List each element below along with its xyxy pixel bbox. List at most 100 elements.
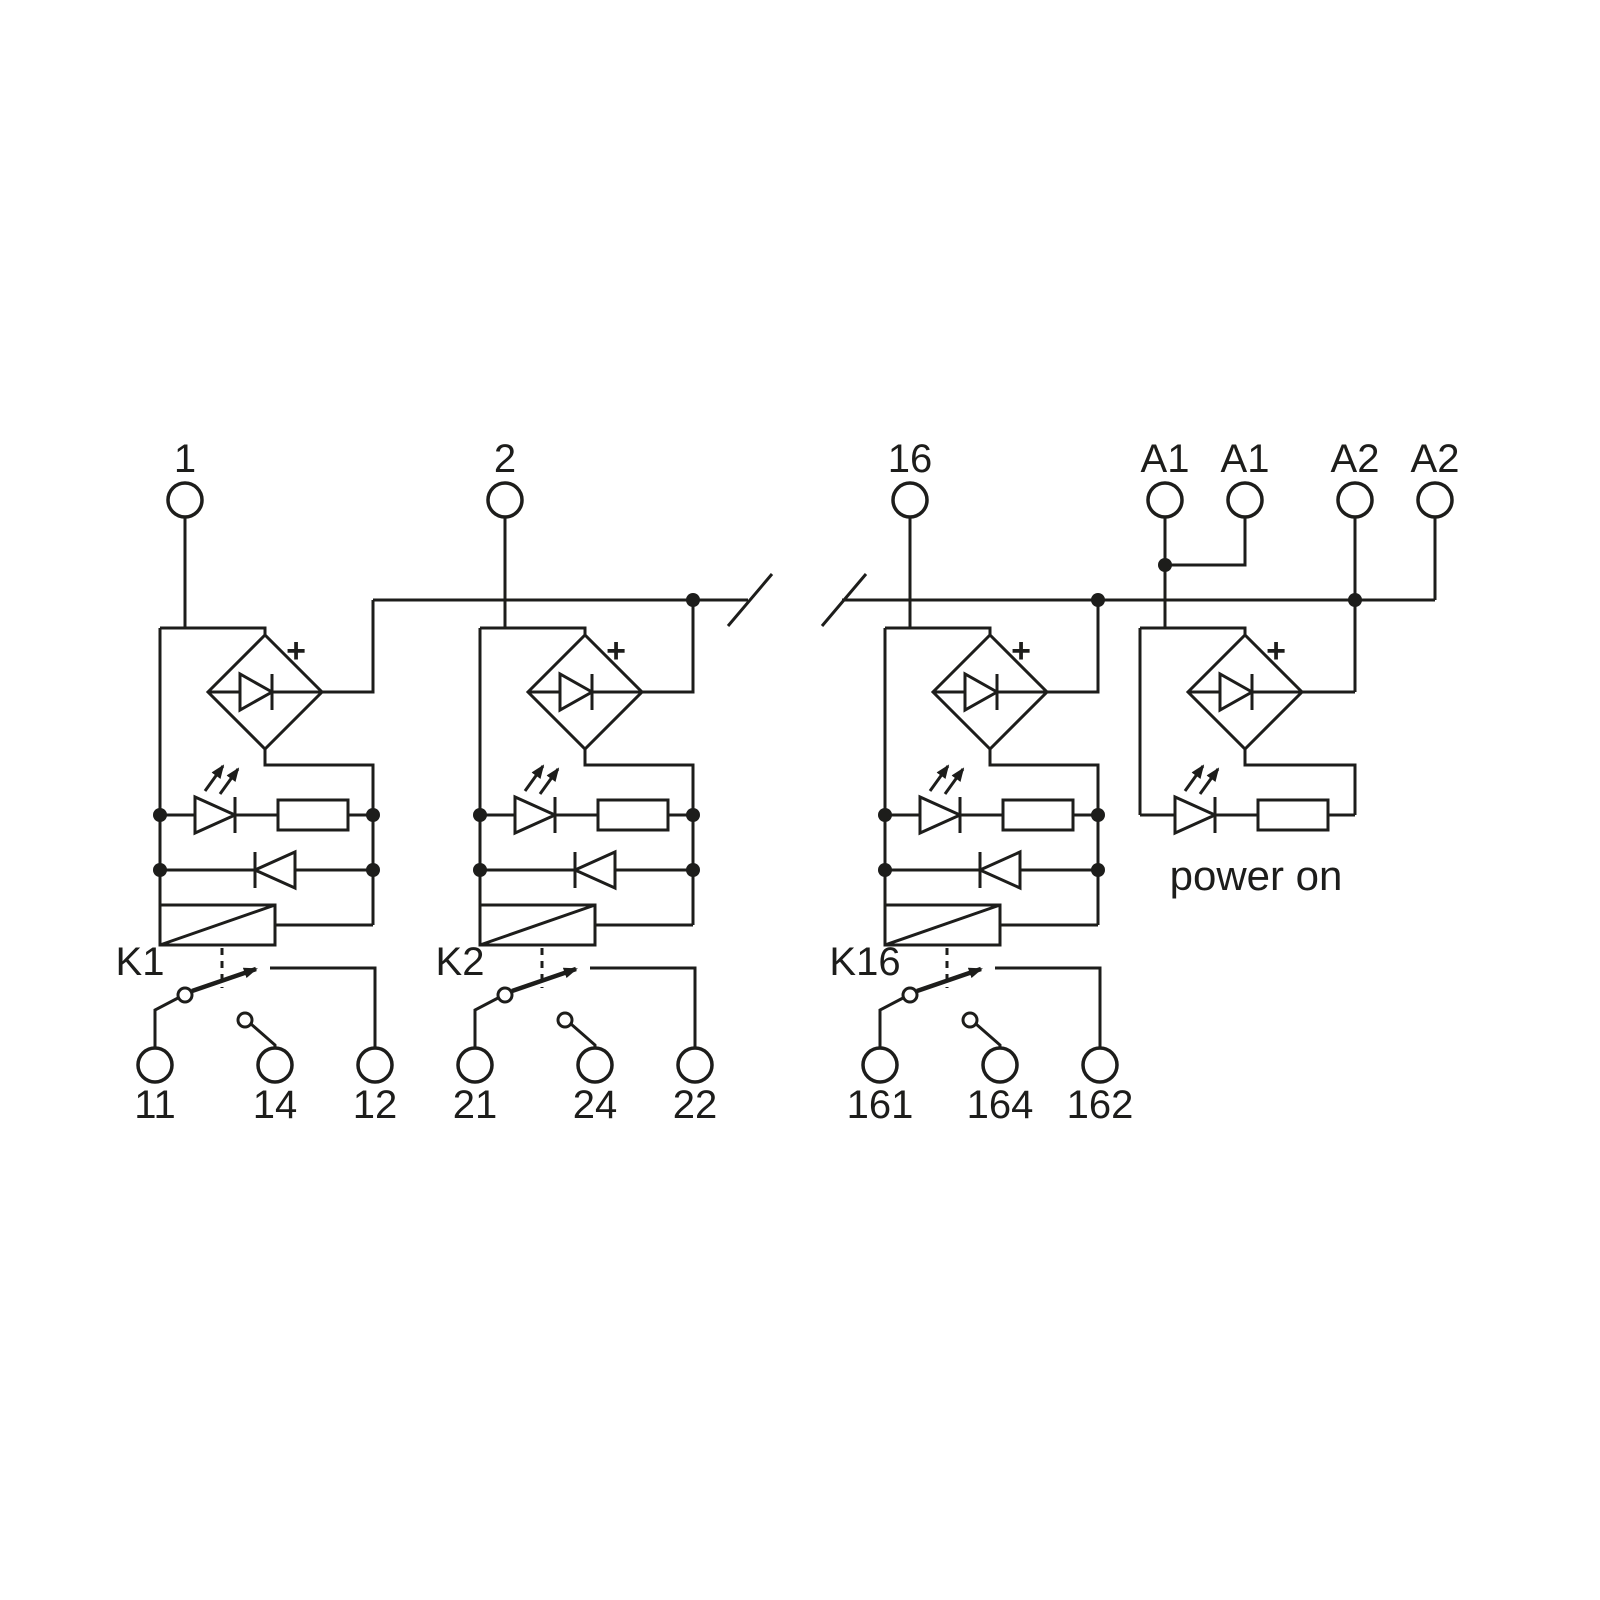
- led-arrow: [1198, 767, 1220, 795]
- a2-terminal: [1416, 481, 1454, 519]
- junction-dot: [686, 808, 700, 822]
- no-contact-point: [556, 1011, 574, 1029]
- contact-label-common: 21: [453, 1083, 498, 1127]
- freewheel-diode: [976, 849, 1022, 891]
- relay-channel-16: 16 + K1: [829, 437, 1133, 1127]
- a1-terminal-label: A1: [1141, 437, 1190, 481]
- bus-riser-wire: [642, 600, 695, 694]
- bus-riser-wire: [322, 600, 375, 694]
- contact-terminal-common: [456, 1046, 494, 1084]
- relay-coil: [883, 903, 1098, 947]
- junction-dot: [473, 863, 487, 877]
- nc-wire: [590, 966, 697, 1048]
- no-contact-point: [961, 1011, 979, 1029]
- power-supply-block: A1 A1 A2 A2 + power: [1138, 437, 1460, 899]
- led-diode: [513, 794, 559, 836]
- junction-dot: [153, 863, 167, 877]
- a2-terminal: [1336, 481, 1374, 519]
- contact-label-nc: 22: [673, 1083, 718, 1127]
- common-wire: [878, 996, 904, 1048]
- a1-terminal: [1226, 481, 1264, 519]
- dc-rail-wire: [1243, 749, 1357, 815]
- junction-dot: [366, 863, 380, 877]
- led-diode: [1173, 794, 1219, 836]
- power-on-label: power on: [1170, 852, 1343, 899]
- a1-terminal-label: A1: [1221, 437, 1270, 481]
- input-terminal-label: 16: [888, 437, 933, 481]
- contact-label-nc: 12: [353, 1083, 398, 1127]
- bridge-plus-label: +: [1011, 632, 1031, 670]
- relay-channel-1: 1 + K1: [116, 437, 398, 1127]
- contact-label-common: 11: [134, 1083, 176, 1127]
- bridge-top-wire: [1140, 626, 1247, 635]
- contact-label-no: 24: [573, 1083, 618, 1127]
- led-diode: [918, 794, 964, 836]
- diode-triangle: [571, 849, 617, 891]
- contact-terminal-common: [861, 1046, 899, 1084]
- freewheel-diode: [571, 849, 617, 891]
- a1-jumper-wire: [1165, 517, 1247, 567]
- input-terminal-label: 2: [494, 437, 516, 481]
- bridge-top-wire: [480, 626, 587, 635]
- bridge-diode: [238, 671, 276, 713]
- contact-terminal-no: [981, 1046, 1019, 1084]
- bus-riser-wire: [1047, 600, 1100, 694]
- led-arrow: [928, 764, 950, 792]
- common-wire: [473, 996, 499, 1048]
- bridge-plus-label: +: [1266, 632, 1286, 670]
- relay-coil: [478, 903, 693, 947]
- relay-label: K2: [436, 940, 485, 984]
- coil-diagonal: [884, 903, 1001, 947]
- relay-channel-2: 2 + K2: [436, 437, 718, 1127]
- led-arrow: [943, 767, 965, 795]
- bridge-plus-label: +: [606, 632, 626, 670]
- contact-pivot: [496, 986, 514, 1004]
- bridge-rectifier: +: [205, 632, 325, 752]
- led-arrow: [538, 767, 560, 795]
- junction-dot: [473, 808, 487, 822]
- coil-diagonal: [159, 903, 276, 947]
- relay-label: K1: [116, 940, 165, 984]
- diode-triangle: [976, 849, 1022, 891]
- junction-dot: [366, 808, 380, 822]
- bridge-diode: [1218, 671, 1256, 713]
- nc-wire: [995, 966, 1102, 1048]
- input-terminal-label: 1: [174, 437, 196, 481]
- led-arrow: [218, 767, 240, 795]
- supply-bus: [373, 573, 1435, 627]
- junction-dot: [878, 808, 892, 822]
- contact-label-common: 161: [847, 1083, 914, 1127]
- contact-label-no: 14: [253, 1083, 298, 1127]
- no-wire: [975, 1022, 1002, 1048]
- no-wire: [570, 1022, 597, 1048]
- junction-dot: [1158, 558, 1172, 572]
- no-wire: [250, 1022, 277, 1048]
- led-arrow: [523, 764, 545, 792]
- contact-terminal-nc: [356, 1046, 394, 1084]
- changeover-contact: [153, 966, 377, 1048]
- a2-terminal-label: A2: [1411, 437, 1460, 481]
- changeover-contact: [473, 966, 697, 1048]
- nc-wire: [270, 966, 377, 1048]
- bridge-rectifier: +: [525, 632, 645, 752]
- break-mark: [726, 573, 774, 627]
- dc-rail-wire: [988, 749, 1100, 925]
- contact-arm: [511, 966, 578, 994]
- resistor: [1256, 798, 1330, 832]
- bridge-top-wire: [885, 626, 992, 635]
- contact-terminal-nc: [1081, 1046, 1119, 1084]
- junction-dot: [878, 863, 892, 877]
- common-wire: [153, 996, 179, 1048]
- led-diode: [193, 794, 239, 836]
- led-indicator: [193, 764, 240, 836]
- input-terminal: [891, 481, 929, 519]
- a2-terminal-label: A2: [1331, 437, 1380, 481]
- relay-coil: [158, 903, 373, 947]
- contact-label-no: 164: [967, 1083, 1034, 1127]
- changeover-contact: [878, 966, 1102, 1048]
- input-terminal: [486, 481, 524, 519]
- junction-dot: [1091, 808, 1105, 822]
- contact-pivot: [901, 986, 919, 1004]
- bridge-rectifier: +: [930, 632, 1050, 752]
